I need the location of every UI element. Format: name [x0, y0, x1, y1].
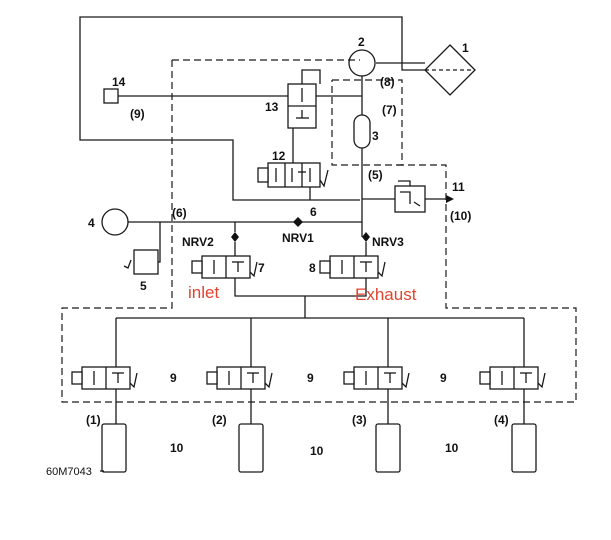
label-4: 4	[88, 216, 95, 230]
cylinder-valve-4	[479, 318, 546, 473]
label-valve-9c: 9	[440, 371, 447, 385]
label-nrv1: NRV1	[282, 231, 314, 245]
label-12: 12	[272, 149, 286, 163]
label-p10: (10)	[450, 209, 471, 223]
label-p6: (6)	[172, 206, 187, 220]
drawing-code: 60M7043	[46, 466, 92, 478]
label-p9: (9)	[130, 107, 145, 121]
label-chamber-10b: 10	[310, 444, 324, 458]
cylinder-valve-3	[343, 318, 410, 473]
label-3: 3	[372, 129, 379, 143]
label-chamber-10c: 10	[445, 441, 459, 455]
nrv2-check-valve	[231, 232, 239, 242]
label-6: 6	[310, 205, 317, 219]
label-1: 1	[462, 41, 469, 55]
cylinder-valve-1	[71, 318, 138, 473]
nrv3-check-valve	[362, 232, 370, 242]
label-valve-9a: 9	[170, 371, 177, 385]
nrv1-check-valve	[293, 217, 303, 227]
label-port-2: (2)	[212, 413, 227, 427]
label-port-1: (1)	[86, 413, 101, 427]
label-p8: (8)	[380, 75, 395, 89]
label-nrv3: NRV3	[372, 235, 404, 249]
label-p5: (5)	[368, 168, 383, 182]
cartridge-3	[353, 114, 371, 149]
label-valve-9b: 9	[307, 371, 314, 385]
cylinder-valve-2	[206, 318, 273, 473]
pump-2	[348, 49, 376, 77]
valve-12	[267, 162, 321, 188]
label-7: 7	[258, 261, 265, 275]
label-inlet: inlet	[188, 283, 219, 302]
label-nrv2: NRV2	[182, 235, 214, 249]
label-port-3: (3)	[352, 413, 367, 427]
label-port-4: (4)	[494, 413, 509, 427]
label-2: 2	[358, 35, 365, 49]
gauge-4	[101, 208, 129, 236]
sensor-14	[103, 88, 119, 104]
label-14: 14	[112, 75, 126, 89]
label-8: 8	[309, 261, 316, 275]
filter-1	[424, 44, 476, 96]
sensor-5	[133, 249, 159, 275]
label-13: 13	[265, 100, 279, 114]
label-p7: (7)	[382, 103, 397, 117]
label-11: 11	[452, 180, 465, 194]
label-exhaust: Exhaust	[355, 285, 417, 304]
label-chamber-10a: 10	[170, 441, 184, 455]
label-5: 5	[140, 279, 147, 293]
